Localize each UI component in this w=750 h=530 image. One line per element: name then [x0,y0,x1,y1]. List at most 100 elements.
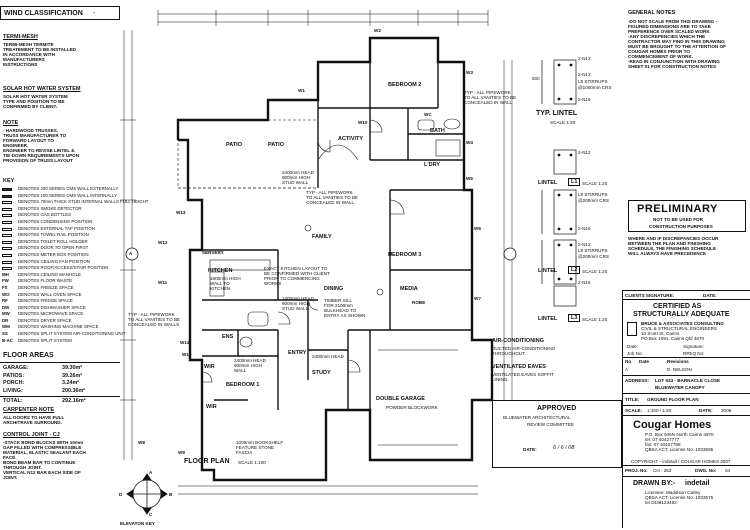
key-desc: DENOTES DISHWASHER SPACE [18,304,86,310]
address-row: ADDRESS: LOT 633 - BARNACLE CLOSE BLUEWA… [623,376,750,394]
window-tag: W7 [474,296,481,301]
key-desc: DENOTES 70mm THICK STUD INTERNAL WALLS F… [18,199,149,205]
key-symbol: DR [2,317,9,323]
key-symbol [2,259,16,267]
engineer-logo [627,322,637,336]
address-line2: BLUEWATER CANOPY [655,385,705,390]
date-value: 2008 [721,408,732,413]
lintel-l2-id: L2 [568,266,581,275]
window-tag: W10 [358,120,368,125]
room-wir-1: WIR [204,364,215,370]
note-title: NOTE [3,120,19,126]
aircon-note: AIR-CONDITIONING DUCTED AIR-CONDITIONING… [492,338,622,368]
scale-value: 1:100 / 1:20 [647,408,672,413]
window-tag: W1 [298,88,305,93]
address-label: ADDRESS: [625,378,649,383]
total-label: TOTAL: [3,398,23,404]
key-swatch-icon [2,240,12,244]
dwg-value: 04 [725,468,731,473]
preliminary-sub2: CONSTRUCTION PURPOSES [649,224,713,229]
room-patio-2: PATIO [268,142,284,148]
termimesh-title: TERMI-MESH [3,34,38,40]
lintel-l1-label: LINTEL [538,180,558,186]
key-item: DENOTES GAS BOTTLES [2,212,120,219]
approved-date-value: 6 / 6 / 08 [553,445,575,451]
elevation-key-icon [126,473,168,515]
area-value: 3.24m² [62,380,80,387]
key-desc: DENOTES FREEZE SPACE [18,284,74,290]
key-desc: DENOTES SMOKE DETECTOR [18,205,82,211]
lintel-l3-scale: SCALE 1:20 [582,317,608,322]
key-desc: DENOTES TOWEL RAIL POSITION [18,232,89,238]
total-value: 292.16m² [62,398,86,404]
eaves-title: VENTILATED EAVES [492,364,546,370]
lintel-l3-id: L3 [568,314,581,323]
area-row: PATIOS:39.26m² [3,373,118,381]
room-activity: ACTIVITY [338,136,364,142]
internal-walls [202,62,472,410]
dwg-label: DWG. No: [695,468,717,473]
key-item: DENOTES ROOF/ACCESS/STAIR POSITION [2,265,120,272]
window-tag: W2 [374,28,381,33]
certified-title2: STRUCTURALLY ADEQUATE [633,311,730,318]
title-label: TITLE: [625,397,640,402]
general-notes-title: GENERAL NOTES [628,10,676,16]
note-kitchen-head: 1800mm HIGH WALL TO KITCHEN [210,276,241,292]
key-desc: DENOTES SPLIT SYSTEM [18,337,72,343]
key-swatch-icon [2,260,12,264]
key-symbol: DW [2,304,10,310]
lintel-bar: 2-N12 [578,72,591,77]
key-item: DENOTES METER BOX POSITION [2,252,120,259]
typ-lintel-scale: SCALE 1:20 [550,120,576,125]
room-ens: ENS [222,334,234,340]
proj-row: PROJ. No: CH - 252 DWG. No: 04 [623,466,750,477]
area-row: LIVING:200.36m² [3,388,118,396]
lintel-l1-id: L1 [568,178,581,187]
key-swatch-icon [2,267,12,271]
key-symbol: WO [2,291,10,297]
room-family: FAMILY [312,234,332,240]
eaves-body: VENTILATED EAVES SOFFIT LINING. [492,372,554,383]
lintel-bar: 2-N16 [578,226,591,231]
key-swatch-icon [2,207,12,211]
note-pipework-mid: TYP - ALL PIPEWORK TO ALL VANITIES TO BE… [306,190,359,206]
key-desc: DENOTES CONDENSING POSITION [18,218,93,224]
elev-c: C [149,512,153,517]
floor-plan [120,10,517,495]
approved-title: APPROVED [537,405,577,412]
proj-value: CH - 252 [653,468,672,473]
control-joint-note: CONTROL JOINT - CJ -STACK BOND BLOCKS WI… [0,432,122,496]
key-swatch-icon [2,194,12,198]
key-desc: DENOTES WALL OVEN SPACE [18,291,82,297]
note-ens-head: 2400mm HEAD 900mm HIGH WALL [234,358,266,374]
key-swatch-icon [2,253,12,257]
window-tag: W12 [158,240,168,245]
room-dining: DINING [324,286,344,292]
window-tag: W9 [178,450,185,455]
general-notes: GENERAL NOTES -DO NOT SCALE FROM THIS DR… [624,6,750,90]
key-item: DENOTES EXTERNAL TAP POSITION [2,226,120,233]
address-line1: LOT 633 - BARNACLE CLOSE [655,378,721,383]
lintel-bar: 2-N16 [578,280,591,285]
key-swatch-icon [2,188,12,191]
preliminary-stamp: PRELIMINARY NOT TO BE USED FOR CONSTRUCT… [628,200,746,232]
note-dining-bulkhead: TIMBER SILL FOR 2100mm BULKHEAD TO ENTRY… [324,298,366,319]
control-joint-title: CONTROL JOINT - CJ [3,432,60,438]
key-symbol [2,206,16,214]
area-label: LIVING: [3,387,23,394]
room-bedroom-3: BEDROOM 3 [388,252,422,258]
elevation-key: A B C D ELEVATON KEY [118,470,176,528]
key-desc: DENOTES DOOR TO OPEN FIRST [18,245,89,251]
room-robe-1: ROBE [412,300,426,305]
key-desc: DENOTES CEILING MANHOLE [18,271,81,277]
key-desc: DENOTES WASHING MACHINE SPACE [18,324,99,330]
title-row: TITLE: GROUND FLOOR PLAN [623,394,750,406]
window-tag: W4 [466,140,473,145]
lintel-bar: @200mm CRS [578,254,609,259]
key-symbol [2,212,16,220]
area-label: GARAGE: [3,365,29,371]
key-item: DENOTES 200 SERIES CMS WALL EXTERNALLY [2,186,120,193]
